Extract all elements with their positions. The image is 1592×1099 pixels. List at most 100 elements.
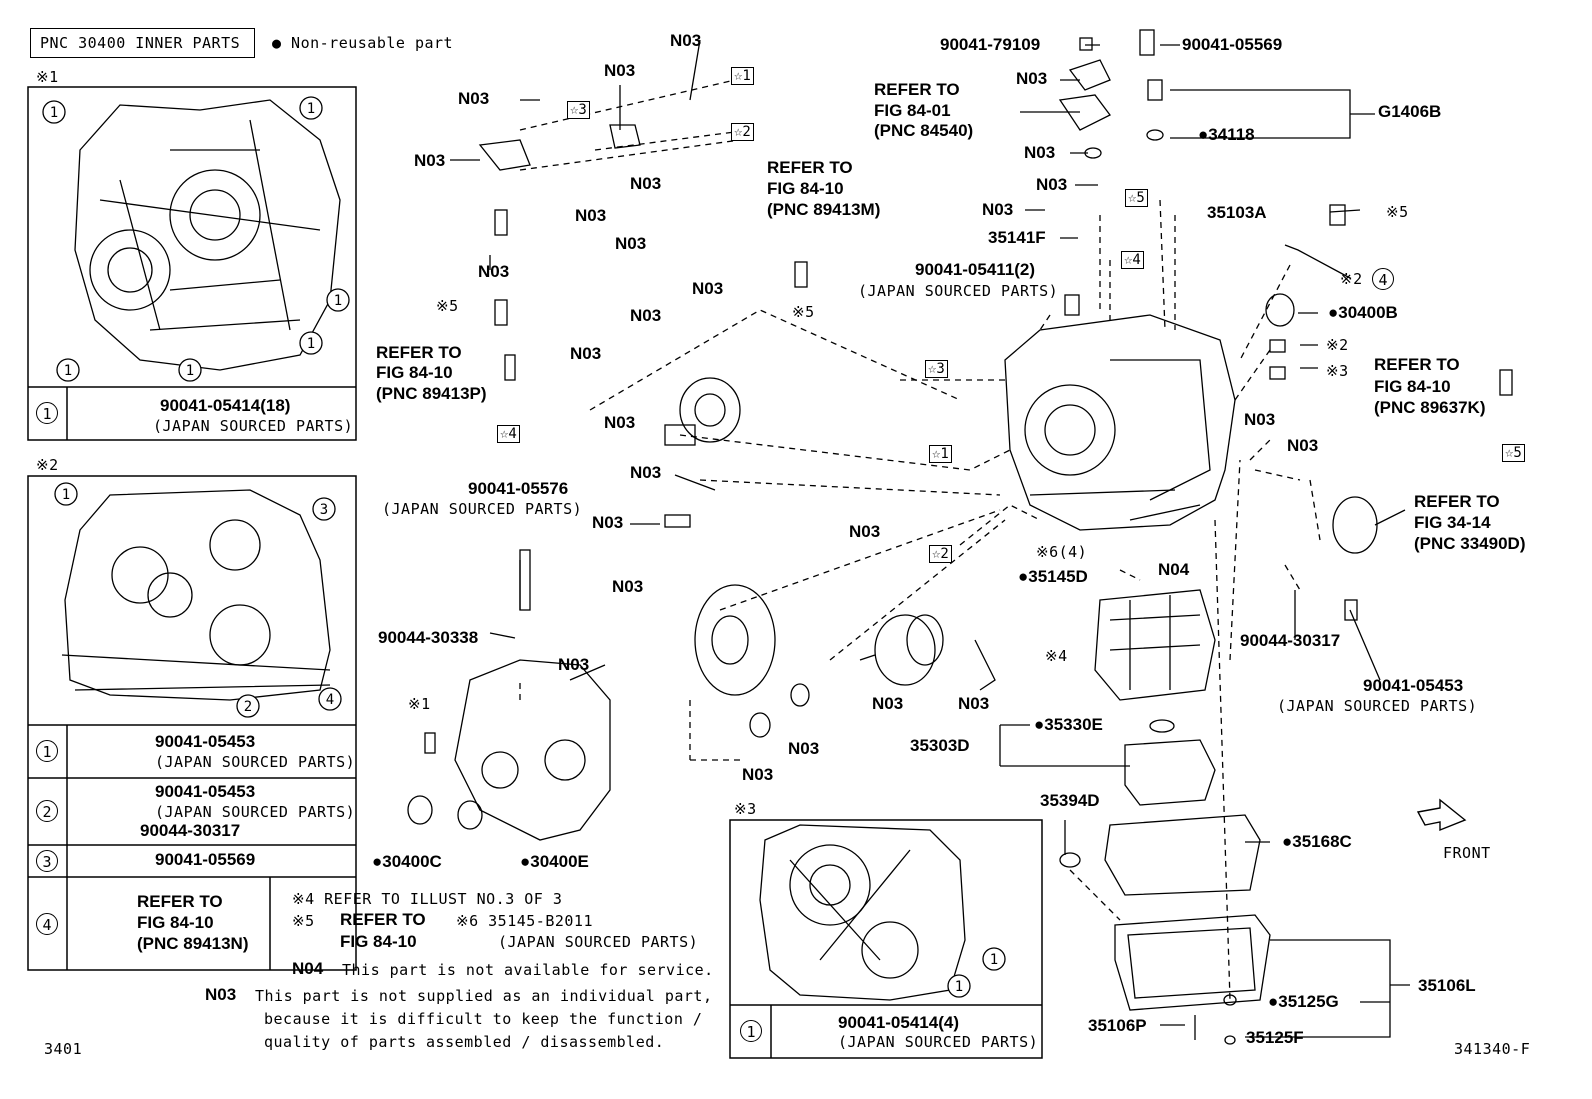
inset2-row4-num: 4 bbox=[36, 913, 58, 935]
refer-89413m-line3: (PNC 89413M) bbox=[767, 200, 881, 219]
callout-35330e: ●35330E bbox=[1034, 715, 1103, 734]
seal-drawings bbox=[407, 293, 1378, 830]
refer-89637k-line2: FIG 84-10 bbox=[1374, 377, 1451, 396]
callout-n03: N03 bbox=[630, 306, 662, 325]
callout-90041-05453-note: (JAPAN SOURCED PARTS) bbox=[1277, 697, 1478, 715]
callout-n03: N03 bbox=[849, 522, 881, 541]
callout-n03: N03 bbox=[612, 577, 644, 596]
refer-84-01-line3: (PNC 84540) bbox=[874, 121, 974, 140]
note-n03-text3: quality of parts assembled / disassemble… bbox=[264, 1033, 665, 1051]
oil-pan-drawings bbox=[1059, 719, 1271, 1045]
callout-90041-05576-note: (JAPAN SOURCED PARTS) bbox=[382, 500, 583, 518]
footer-page-code: 3401 bbox=[44, 1040, 83, 1058]
refer-89413p-line3: (PNC 89413P) bbox=[376, 384, 487, 403]
note-5-fig: FIG 84-10 bbox=[340, 932, 417, 951]
note-n04-text: This part is not available for service. bbox=[342, 961, 714, 979]
callout-mark-k5: ※5 bbox=[792, 303, 815, 321]
inset1-housing-drawing bbox=[74, 99, 341, 371]
callout-90041-05453: 90041-05453 bbox=[1363, 676, 1464, 695]
refer-89413m-line1: REFER TO bbox=[767, 158, 853, 177]
inset3-row1-num: 1 bbox=[740, 1020, 762, 1042]
note-n03-code: N03 bbox=[205, 985, 237, 1004]
callout-n03: N03 bbox=[1024, 143, 1056, 162]
callout-n03: N03 bbox=[872, 694, 904, 713]
inset-callout-circles bbox=[42, 96, 1006, 998]
inset2-row4-fig: FIG 84-10 bbox=[137, 913, 214, 932]
refer-84-01-line2: FIG 84-01 bbox=[874, 101, 951, 120]
refer-33490d-line3: (PNC 33490D) bbox=[1414, 534, 1526, 553]
callout-35103a: 35103A bbox=[1207, 203, 1267, 222]
callout-30400e: ●30400E bbox=[520, 852, 589, 871]
callout-n03: N03 bbox=[1244, 410, 1276, 429]
callout-n03: N03 bbox=[670, 31, 702, 50]
flag-star-3: ☆3 bbox=[567, 101, 590, 119]
inset2-row3-num: 3 bbox=[36, 850, 58, 872]
callout-mark-k3: ※3 bbox=[1326, 362, 1349, 380]
flag-star-3: ☆3 bbox=[925, 360, 948, 378]
flag-star-5: ☆5 bbox=[1125, 189, 1148, 207]
callout-35106p: 35106P bbox=[1088, 1016, 1147, 1035]
callout-n03: N03 bbox=[982, 200, 1014, 219]
inset2-row3-part: 90041-05569 bbox=[155, 850, 256, 869]
flag-star-1: ☆1 bbox=[929, 445, 952, 463]
svg-text:1: 1 bbox=[62, 487, 70, 503]
callout-90044-30317: 90044-30317 bbox=[1240, 631, 1341, 650]
inset2-row2-part2: 90044-30317 bbox=[140, 821, 241, 840]
inset2-case-drawing bbox=[61, 489, 331, 701]
inset3-housing-drawing bbox=[759, 824, 966, 1001]
legend-non-reusable: ● Non-reusable part bbox=[272, 34, 454, 52]
refer-89413m-line2: FIG 84-10 bbox=[767, 179, 844, 198]
small-parts-drawings bbox=[424, 29, 1513, 754]
callout-n03: N03 bbox=[458, 89, 490, 108]
refer-84-01-line1: REFER TO bbox=[874, 80, 960, 99]
flag-star-4: ☆4 bbox=[1121, 251, 1144, 269]
refer-89637k-line1: REFER TO bbox=[1374, 355, 1460, 374]
callout-34118: ●34118 bbox=[1198, 125, 1255, 144]
callout-n03: N03 bbox=[478, 262, 510, 281]
inset2-row2-num: 2 bbox=[36, 800, 58, 822]
svg-text:1: 1 bbox=[955, 979, 963, 995]
callout-90041-05576: 90041-05576 bbox=[468, 479, 569, 498]
transaxle-case-drawing bbox=[1004, 314, 1236, 531]
callout-n03: N03 bbox=[592, 513, 624, 532]
callout-35168c: ●35168C bbox=[1282, 832, 1352, 851]
callout-mark-k6: ※6(4) bbox=[1036, 543, 1088, 561]
note-n04-code: N04 bbox=[292, 959, 324, 978]
callout-n03: N03 bbox=[1287, 436, 1319, 455]
valve-body-drawing bbox=[1094, 589, 1216, 701]
callout-90041-05569: 90041-05569 bbox=[1182, 35, 1283, 54]
svg-text:1: 1 bbox=[334, 293, 342, 309]
svg-text:3: 3 bbox=[320, 502, 328, 518]
callout-n03: N03 bbox=[558, 655, 590, 674]
svg-text:1: 1 bbox=[307, 336, 315, 352]
refer-33490d-line1: REFER TO bbox=[1414, 492, 1500, 511]
callout-circle-4: 4 bbox=[1372, 268, 1394, 290]
callout-n03: N03 bbox=[630, 174, 662, 193]
refer-89413p-line2: FIG 84-10 bbox=[376, 363, 453, 382]
front-label: FRONT bbox=[1443, 844, 1491, 862]
page-title: PNC 30400 INNER PARTS bbox=[40, 34, 241, 52]
svg-text:1: 1 bbox=[186, 363, 194, 379]
refer-89637k-line3: (PNC 89637K) bbox=[1374, 398, 1486, 417]
svg-text:2: 2 bbox=[244, 699, 252, 715]
callout-30400b: ●30400B bbox=[1328, 303, 1398, 322]
callout-90041-05411: 90041-05411(2) bbox=[915, 260, 1036, 279]
callout-n03: N03 bbox=[630, 463, 662, 482]
callout-n03: N03 bbox=[604, 413, 636, 432]
callout-n04: N04 bbox=[1158, 560, 1190, 579]
flag-star-5: ☆5 bbox=[1502, 444, 1525, 462]
note-4: ※4 REFER TO ILLUST NO.3 OF 3 bbox=[292, 890, 563, 908]
inset2-row1-num: 1 bbox=[36, 740, 58, 762]
callout-n03: N03 bbox=[575, 206, 607, 225]
flag-star-2: ☆2 bbox=[929, 545, 952, 563]
inset1-row1-note: (JAPAN SOURCED PARTS) bbox=[153, 417, 354, 435]
assembly-lines bbox=[519, 79, 1321, 1001]
converter-housing-drawing bbox=[454, 659, 611, 841]
callout-mark-k5: ※5 bbox=[436, 297, 459, 315]
callout-g1406b: G1406B bbox=[1378, 102, 1442, 121]
callout-n03: N03 bbox=[570, 344, 602, 363]
svg-text:4: 4 bbox=[326, 692, 334, 708]
callout-n03: N03 bbox=[788, 739, 820, 758]
